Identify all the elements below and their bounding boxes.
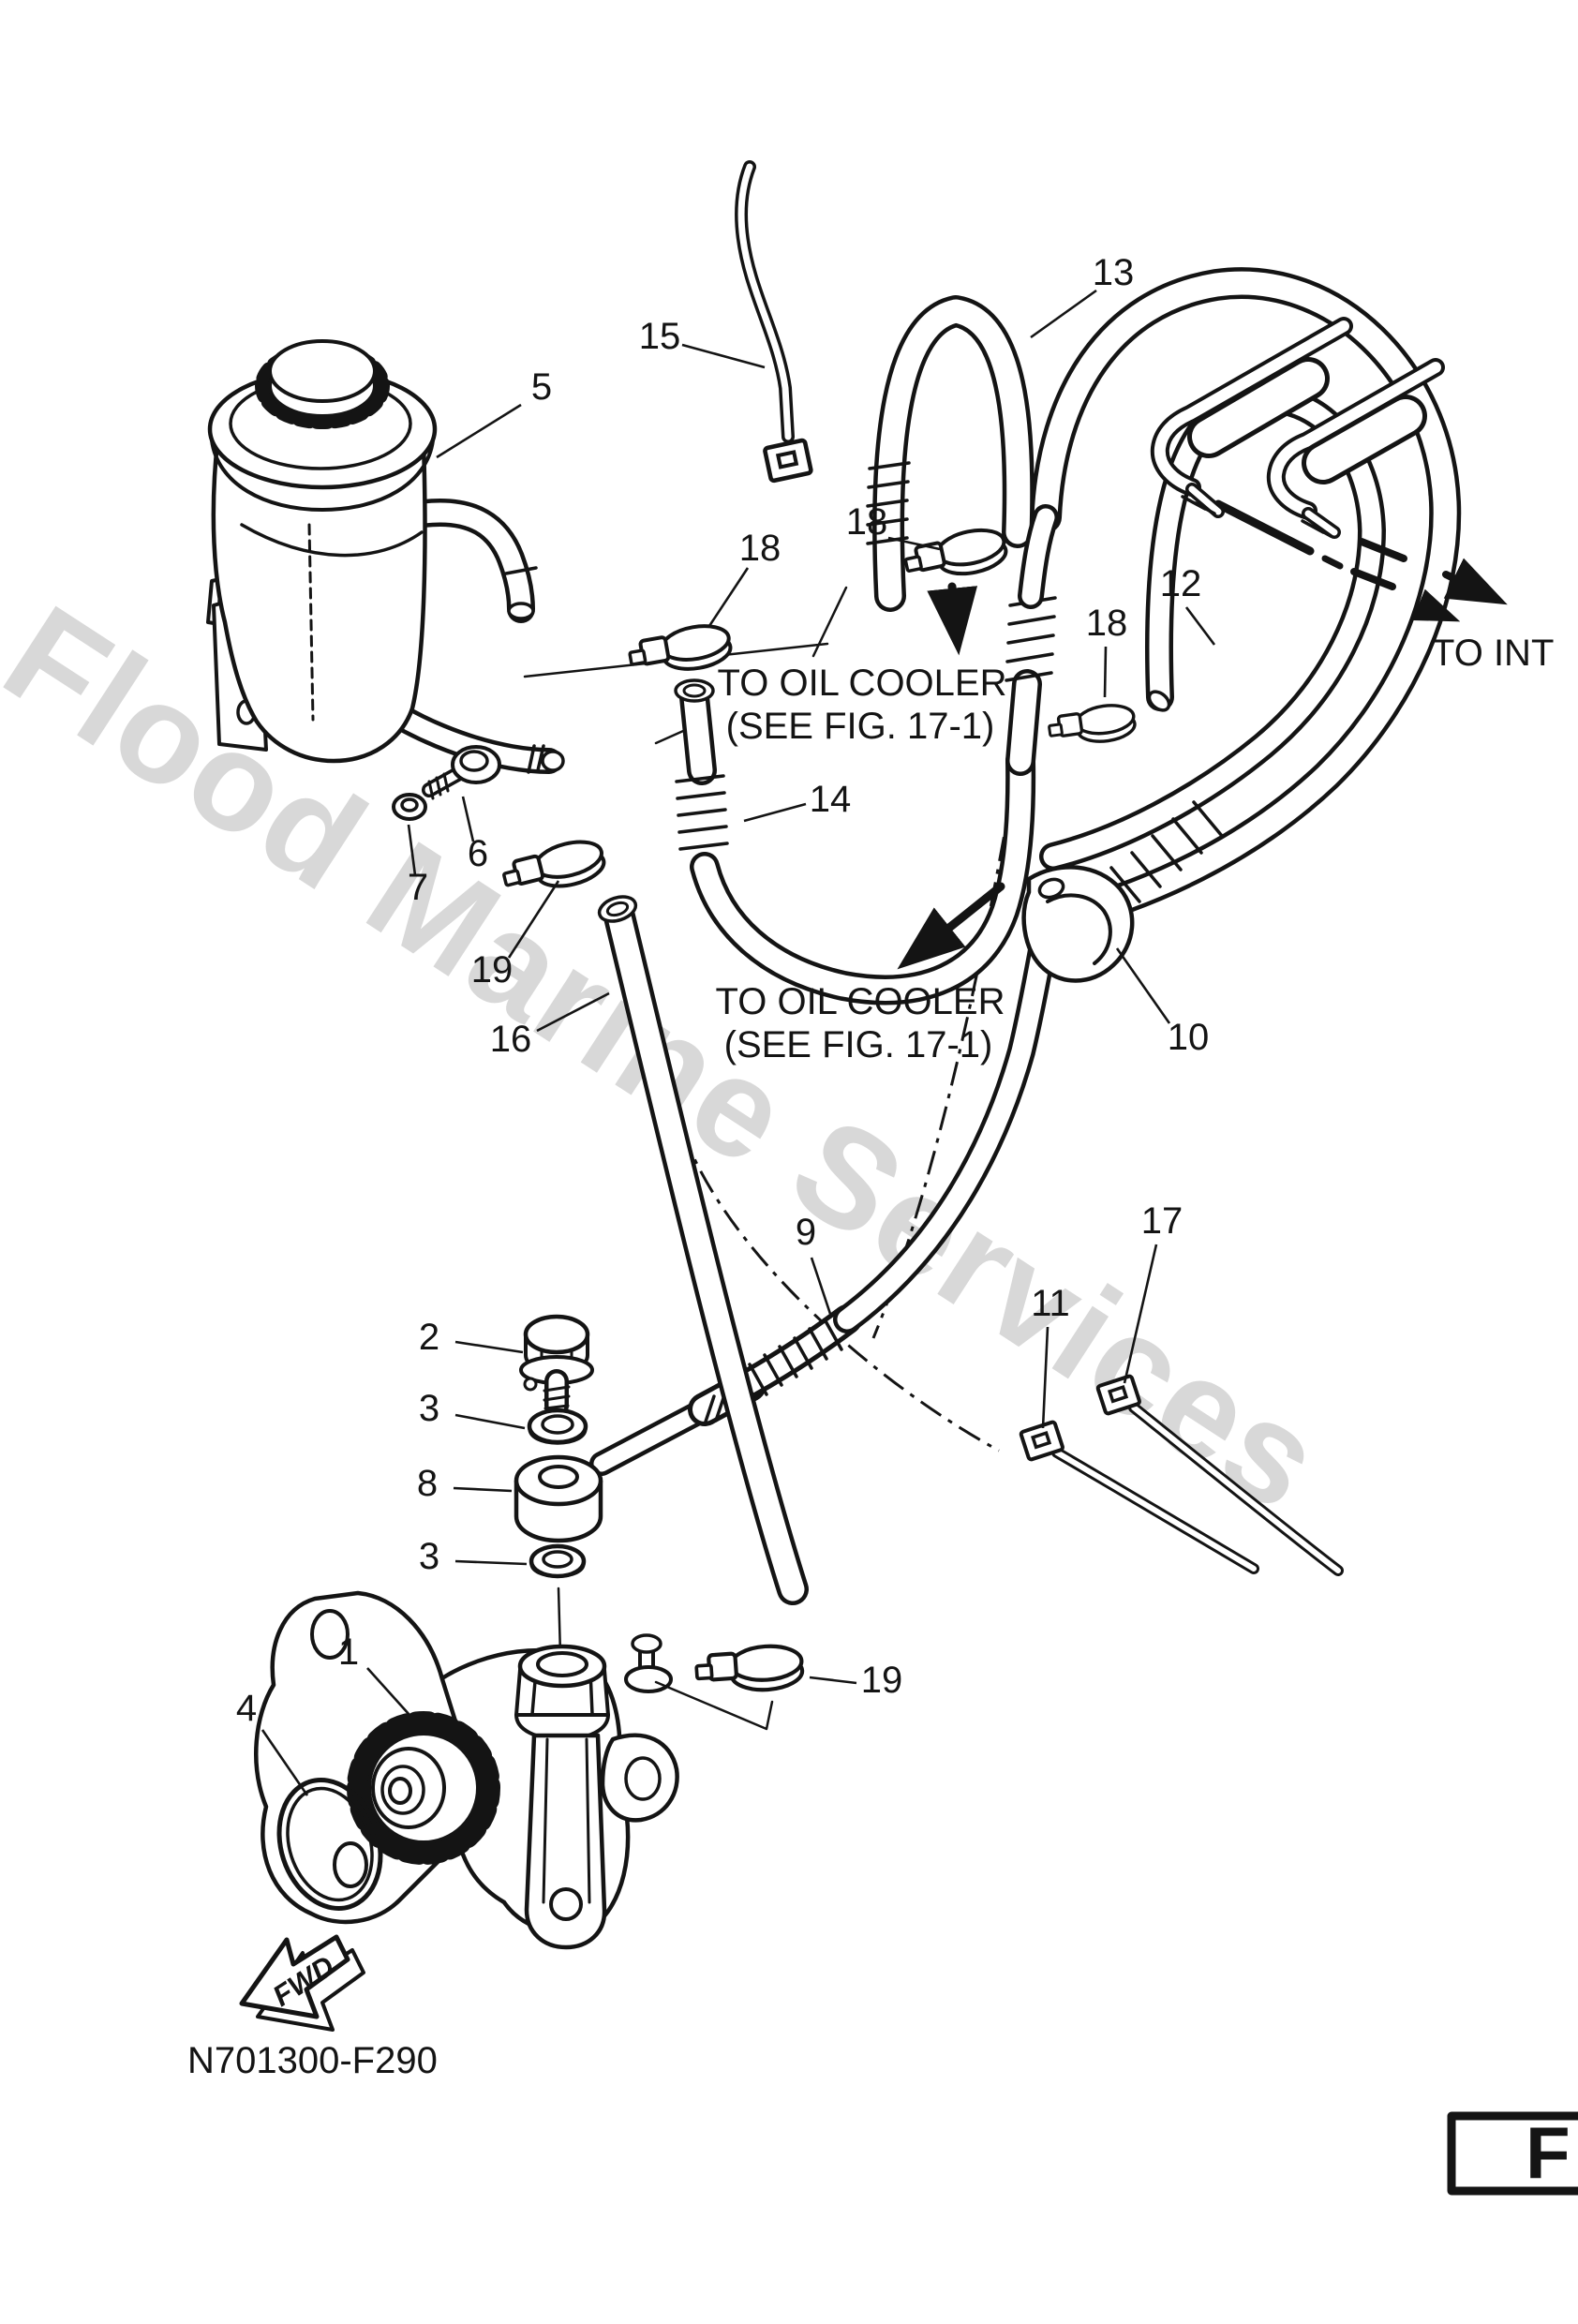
callout-label: 4: [236, 1688, 257, 1729]
reservoir-assembly: [206, 339, 565, 774]
callout-label: 17: [1141, 1200, 1184, 1242]
callout-leader: [454, 1559, 528, 1566]
hose-bracket-10: [1021, 865, 1135, 983]
callout-leader: [681, 343, 766, 369]
callout-leader: [454, 1340, 524, 1354]
callout-label: 6: [468, 833, 488, 874]
callout-leader: [366, 1667, 419, 1725]
callout-leader: [461, 796, 475, 842]
corner-figure-tab: F: [1447, 2111, 1578, 2196]
callout-leader: [743, 802, 807, 823]
callout-label: 18: [1086, 603, 1128, 644]
banjo-fitting-group: [514, 1314, 603, 1657]
callout-label: 19: [861, 1660, 903, 1701]
callout-label: 11: [1031, 1283, 1070, 1324]
callout-leader: [1184, 606, 1216, 646]
oil-cooler-note-1-line-2: (SEE FIG. 17-1): [726, 706, 995, 747]
oil-cooler-note-2-line-1: TO OIL COOLER: [716, 981, 1005, 1022]
cable-tie-15: [735, 160, 811, 481]
callout-label: 18: [846, 501, 888, 543]
corner-figure-letter: F: [1526, 2111, 1571, 2194]
bolt-6-washer-7: [392, 745, 501, 821]
callout-leader: [536, 991, 610, 1033]
to-int-label: TO INT: [1432, 633, 1554, 674]
callout-label: 9: [796, 1212, 816, 1253]
callout-label: 14: [810, 779, 852, 820]
callout-leader: [1115, 947, 1171, 1024]
callout-label: 1: [338, 1631, 359, 1673]
hose-13: [866, 295, 1035, 612]
callout-leader: [1103, 646, 1108, 698]
oil-cooler-note-1-line-1: TO OIL COOLER: [718, 663, 1007, 704]
return-hose-loops: [1030, 267, 1462, 936]
pump-assembly: [254, 1590, 774, 1950]
callout-label: 7: [408, 867, 428, 908]
hose-16: [597, 895, 809, 1605]
callout-label: 15: [639, 316, 681, 357]
callout-label: 10: [1168, 1017, 1210, 1058]
callout-leader: [1030, 289, 1097, 339]
to-int-arrows: [1412, 558, 1508, 622]
callout-label: 2: [419, 1317, 439, 1358]
callout-label: 8: [417, 1463, 438, 1504]
callout-label: 19: [471, 949, 514, 991]
cable-tie-11: [1018, 1419, 1259, 1574]
hose-14: [674, 504, 1059, 1006]
o-ring-4: [276, 1778, 383, 1911]
hose-9: [589, 906, 1062, 1476]
oil-cooler-pipes: [1150, 317, 1445, 539]
callout-leader: [810, 1257, 832, 1315]
figure-code: N701300-F290: [187, 2040, 438, 2081]
callout-label: 3: [419, 1536, 439, 1577]
callout-label: 16: [490, 1019, 532, 1060]
callout-leader: [436, 403, 522, 459]
callout-leader: [809, 1676, 857, 1685]
callout-leader: [261, 1729, 309, 1796]
callout-label: 12: [1160, 563, 1202, 604]
callout-label: 18: [739, 528, 782, 569]
callout-label: 5: [531, 366, 552, 408]
callout-label: 13: [1093, 252, 1135, 293]
oil-cooler-note-2-line-2: (SEE FIG. 17-1): [724, 1024, 993, 1065]
callout-leader: [407, 824, 417, 876]
annotation-texts: TO OIL COOLER (SEE FIG. 17-1) TO OIL COO…: [187, 633, 1554, 2081]
callout-leader: [454, 1413, 526, 1430]
callout-leader: [1123, 1244, 1158, 1384]
callout-label: 3: [419, 1388, 439, 1429]
callout-leader: [507, 880, 560, 959]
callout-leader: [887, 536, 941, 551]
callout-leader: [1041, 1326, 1050, 1429]
callout-leader: [707, 567, 750, 627]
cable-tie-17: [1094, 1373, 1344, 1576]
fwd-arrow: FWD: [239, 1934, 365, 2032]
install-arrows: [897, 582, 1005, 970]
callout-leader: [453, 1486, 513, 1493]
